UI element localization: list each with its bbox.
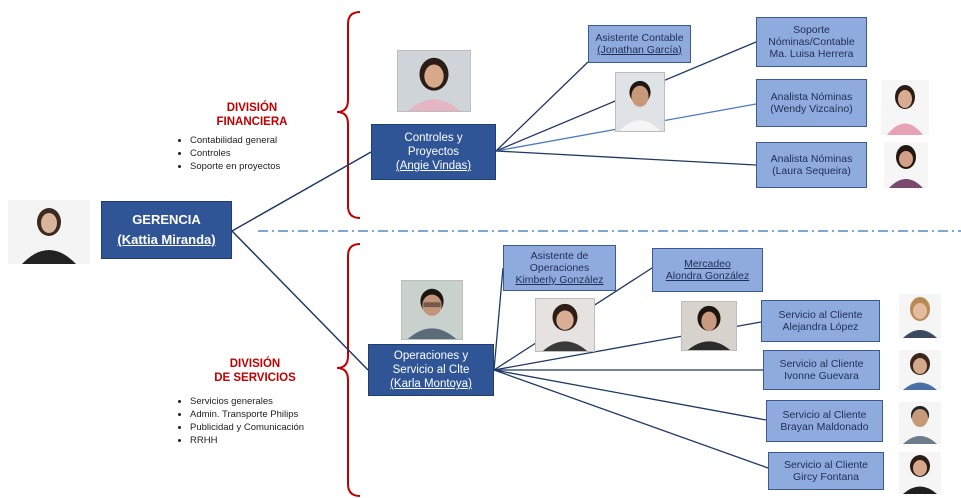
soporte-line2: Nóminas/Contable: [768, 36, 855, 48]
list-item: Publicidad y Comunicación: [190, 421, 304, 434]
soporte-line1: Soporte: [793, 24, 830, 36]
controles-proyectos-box: Controles y Proyectos (Angie Vindas): [371, 124, 496, 180]
sc1-line1: Servicio al Cliente: [778, 309, 863, 321]
operaciones-line2: Servicio al Clte: [392, 364, 470, 376]
analista2-line1: Analista Nóminas: [770, 153, 853, 165]
operaciones-person: (Karla Montoya): [390, 378, 472, 390]
laura-photo: [884, 142, 928, 188]
jonathan-photo: [615, 72, 665, 132]
gerencia-box: GERENCIA (Kattia Miranda): [101, 201, 232, 259]
alejandra-photo: [899, 294, 941, 338]
gircy-photo: [899, 452, 941, 494]
asistente-contable-line1: Asistente Contable: [595, 32, 684, 44]
kimberly-photo: [535, 298, 595, 352]
sc3-line2: Brayan Maldonado: [780, 421, 869, 433]
ivonne-photo: [899, 350, 941, 390]
sc3-line1: Servicio al Cliente: [782, 409, 867, 421]
mercadeo-line1: Mercadeo: [684, 258, 731, 270]
servicio-cliente-gircy-box: Servicio al Cliente Gircy Fontana: [768, 452, 884, 490]
list-item: Controles: [190, 147, 280, 160]
soporte-nominas-box: Soporte Nóminas/Contable Ma. Luisa Herre…: [756, 17, 867, 67]
servicios-title-line2: DE SERVICIOS: [214, 372, 296, 384]
gerencia-title: GERENCIA: [132, 212, 201, 227]
gerencia-person: (Kattia Miranda): [117, 232, 216, 247]
asistente-op-person: Kimberly González: [515, 274, 604, 286]
list-item: Admin. Transporte Philips: [190, 408, 304, 421]
list-item: Soporte en proyectos: [190, 160, 280, 173]
controles-person: (Angie Vindas): [395, 160, 472, 172]
sc2-line2: Ivonne Guevara: [784, 370, 859, 382]
analista-nominas-laura-box: Analista Nóminas (Laura Sequeira): [756, 142, 867, 188]
angie-photo: [397, 50, 471, 112]
sc4-line1: Servicio al Cliente: [783, 459, 869, 471]
sc2-line1: Servicio al Cliente: [779, 358, 864, 370]
servicios-bracket: [336, 243, 361, 497]
analista-nominas-wendy-box: Analista Nóminas (Wendy Vizcaíno): [756, 79, 867, 127]
mercadeo-box: Mercadeo Alondra González: [652, 248, 763, 292]
sc4-line2: Gircy Fontana: [793, 471, 859, 483]
analista1-line1: Analista Nóminas: [770, 91, 853, 103]
mercadeo-line2: Alondra González: [665, 270, 750, 282]
asistente-operaciones-box: Asistente de Operaciones Kimberly Gonzál…: [503, 245, 616, 291]
asistente-contable-box: Asistente Contable (Jonathan García): [588, 25, 691, 63]
servicio-cliente-alejandra-box: Servicio al Cliente Alejandra López: [761, 300, 880, 342]
asistente-contable-person: (Jonathan García): [597, 44, 682, 56]
sc1-line2: Alejandra López: [782, 321, 859, 333]
servicio-cliente-ivonne-box: Servicio al Cliente Ivonne Guevara: [763, 350, 880, 390]
financiera-title-line1: DIVISIÓN: [226, 102, 278, 114]
analista1-line2: (Wendy Vizcaíno): [770, 103, 853, 115]
servicios-title: DIVISIÓN DE SERVICIOS: [200, 357, 310, 385]
operaciones-servicio-box: Operaciones y Servicio al Clte (Karla Mo…: [368, 344, 494, 396]
servicios-title-line1: DIVISIÓN: [229, 358, 281, 370]
gerencia-photo: [8, 200, 90, 264]
operaciones-line1: Operaciones y: [393, 350, 469, 362]
asistente-op-line1: Asistente de: [530, 250, 589, 262]
list-item: RRHH: [190, 434, 304, 447]
wendy-photo: [881, 80, 929, 135]
financiera-title-line2: FINANCIERA: [216, 116, 288, 128]
financiera-bullets: Contabilidad general Controles Soporte e…: [176, 134, 280, 173]
list-item: Servicios generales: [190, 395, 304, 408]
asistente-op-line2: Operaciones: [529, 262, 590, 274]
controles-line2: Proyectos: [407, 146, 460, 158]
servicios-bullets: Servicios generales Admin. Transporte Ph…: [176, 395, 304, 447]
soporte-line3: Ma. Luisa Herrera: [769, 48, 854, 60]
servicio-cliente-brayan-box: Servicio al Cliente Brayan Maldonado: [766, 400, 883, 442]
list-item: Contabilidad general: [190, 134, 280, 147]
financiera-title: DIVISIÓN FINANCIERA: [202, 101, 302, 129]
analista2-line2: (Laura Sequeira): [772, 165, 851, 177]
karla-photo: [401, 280, 463, 340]
financiera-bracket: [336, 11, 361, 219]
controles-line1: Controles y: [404, 132, 463, 144]
alondra-photo: [681, 301, 737, 351]
brayan-photo: [899, 402, 941, 444]
